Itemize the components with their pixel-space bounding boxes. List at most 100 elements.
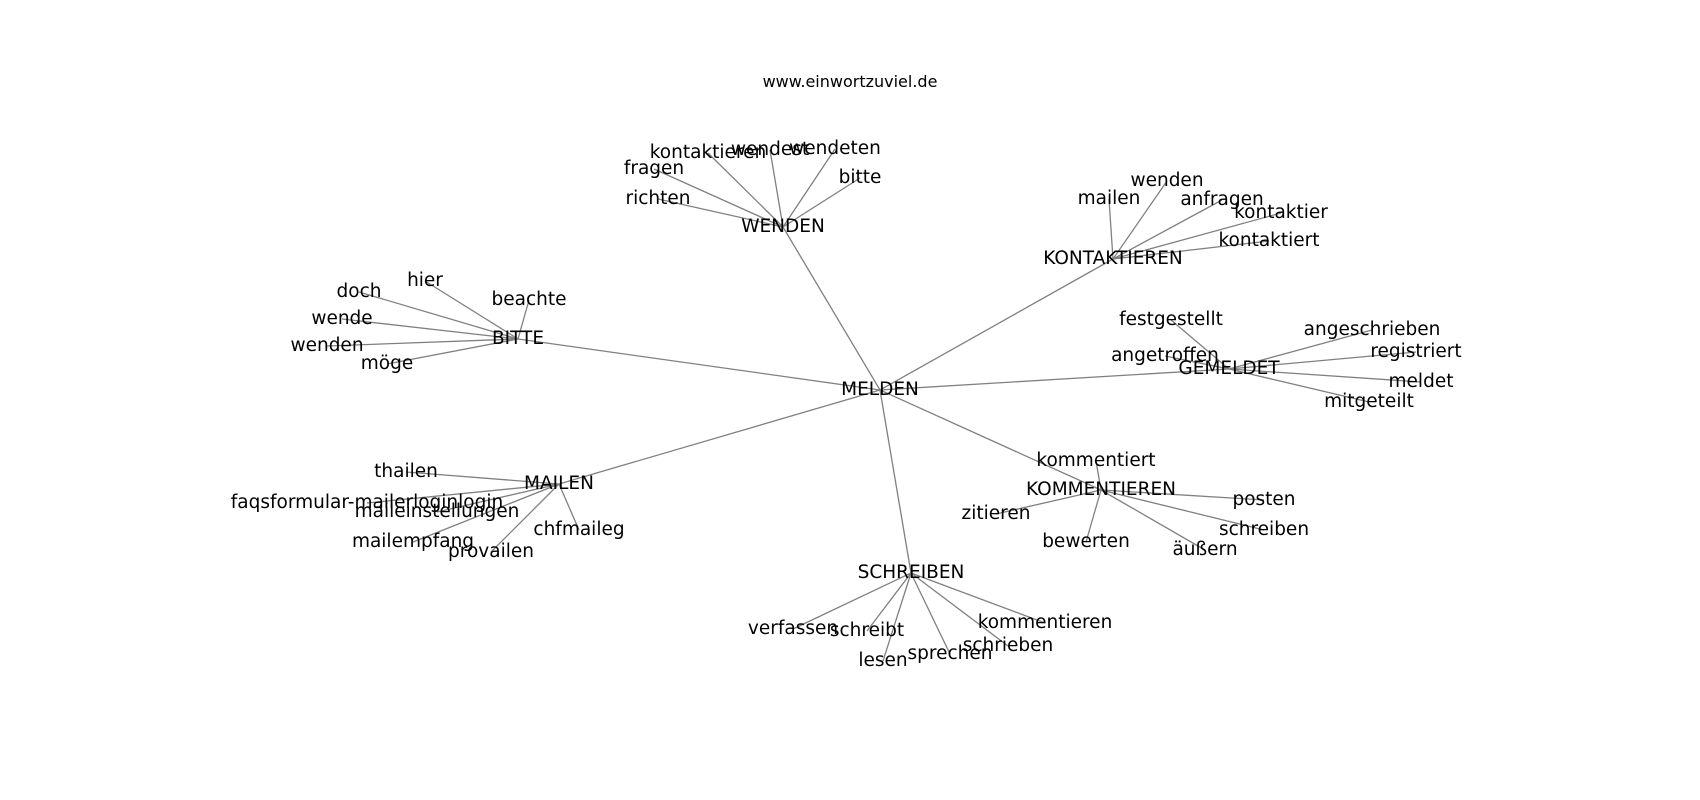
edge-hub-to-word [1228, 351, 1417, 370]
word-node-label: angetroffen [1111, 345, 1219, 366]
edge-hub-to-word [1108, 198, 1114, 260]
word-node-label: kommentieren [978, 612, 1113, 633]
word-node-label: thailen [374, 461, 438, 482]
word-node-label: chfmaileg [533, 519, 624, 540]
edge-hub-to-word [910, 572, 1009, 647]
word-node-label: schreiben [1219, 519, 1309, 540]
word-node-label: kontaktieren [650, 142, 766, 163]
word-node-label: doch [337, 281, 382, 302]
hub-node-label: WENDEN [741, 216, 825, 237]
root-node-label: MELDEN [841, 379, 919, 400]
word-node-label: kontaktiert [1218, 230, 1319, 251]
word-node-label: mailempfang [352, 531, 474, 552]
edge-hub-to-word [412, 483, 560, 543]
edge-hub-to-word [358, 291, 519, 340]
edge-hub-to-word [1228, 329, 1373, 370]
edge-root-to-hub [879, 389, 912, 574]
edge-hub-to-word [326, 338, 519, 347]
edge-hub-to-word [1112, 240, 1270, 260]
edge-hub-to-word [1100, 489, 1265, 531]
edge-hub-to-word [1112, 199, 1223, 260]
edge-hub-to-word [1100, 489, 1265, 501]
word-node-label: wende [311, 308, 372, 329]
edge-hub-to-word [558, 483, 580, 531]
edge-root-to-hub [879, 368, 1230, 391]
edge-hub-to-word [995, 489, 1102, 515]
word-node-label: anfragen [1180, 189, 1263, 210]
edge-root-to-hub [879, 258, 1114, 391]
word-node-label: sprechen [908, 643, 993, 664]
edge-hub-to-word [341, 318, 519, 340]
edge-hub-to-word [1228, 368, 1422, 383]
edge-hub-to-word [769, 149, 784, 228]
edge-hub-to-word [653, 168, 784, 228]
edge-hub-to-word [910, 572, 951, 655]
word-node-label: posten [1232, 489, 1295, 510]
edge-hub-to-word [405, 471, 560, 485]
word-node-label: kontaktier [1234, 202, 1328, 223]
word-node-label: mitgeteilt [1324, 391, 1414, 412]
word-node-label: lesen [858, 650, 907, 671]
word-node-label: bitte [839, 167, 882, 188]
word-node-label: wenden [290, 335, 363, 356]
edge-hub-to-word [436, 483, 560, 513]
word-node-label: maileinstellungen [355, 501, 520, 522]
edge-hub-to-word [1100, 489, 1206, 551]
hub-node-label: SCHREIBEN [858, 562, 965, 583]
hub-node-label: MAILEN [524, 473, 594, 494]
word-node-label: zitieren [962, 503, 1031, 524]
word-node-label: beachte [492, 289, 567, 310]
hub-node-label: KONTAKTIEREN [1043, 248, 1183, 269]
word-node-label: kommentiert [1036, 450, 1155, 471]
edge-hub-to-word [1095, 460, 1102, 491]
edge-hub-to-word [490, 483, 560, 553]
edge-root-to-hub [782, 226, 881, 391]
word-node-label: möge [361, 353, 413, 374]
word-node-label: wendest [731, 139, 809, 160]
edge-hub-to-word [517, 299, 530, 340]
edge-hub-to-word [1085, 489, 1102, 543]
word-node-label: verfassen [748, 618, 838, 639]
edge-hub-to-word [910, 572, 1046, 624]
edge-root-to-hub [879, 389, 1102, 491]
edge-hub-to-word [1170, 319, 1230, 370]
word-node-label: richten [625, 188, 690, 209]
edge-root-to-hub [517, 338, 881, 391]
word-node-label: wendeten [789, 138, 881, 159]
hub-node-label: GEMELDET [1178, 358, 1280, 379]
edge-hub-to-word [866, 572, 912, 632]
word-node-label: schrieben [963, 635, 1054, 656]
edge-hub-to-word [1112, 212, 1282, 260]
edge-hub-to-word [386, 338, 519, 365]
word-node-label: festgestellt [1119, 309, 1223, 330]
word-node-label: fragen [624, 158, 684, 179]
edge-hub-to-word [1164, 355, 1230, 370]
word-node-label: schreibt [830, 620, 904, 641]
word-node-label: wenden [1130, 170, 1203, 191]
edge-hub-to-word [1112, 180, 1168, 260]
word-node-label: angeschrieben [1304, 319, 1441, 340]
edge-hub-to-word [1228, 368, 1370, 403]
word-node-label: registriert [1370, 341, 1461, 362]
word-node-label: bewerten [1042, 531, 1130, 552]
word-node-label: hier [407, 270, 443, 291]
edge-layer [326, 148, 1422, 662]
edge-hub-to-word [882, 572, 912, 662]
word-node-label: mailen [1078, 188, 1141, 209]
word-node-label: provailen [448, 541, 534, 562]
edge-root-to-hub [558, 389, 881, 485]
edge-hub-to-word [424, 280, 519, 340]
edge-hub-to-word [782, 148, 836, 228]
hub-node-label: BITTE [492, 328, 544, 349]
word-node-label: meldet [1389, 371, 1454, 392]
hub-node-label: KOMMENTIEREN [1026, 479, 1176, 500]
edge-hub-to-word [792, 572, 912, 630]
word-node-label: äußern [1172, 539, 1237, 560]
edge-hub-to-word [782, 177, 861, 228]
edge-hub-to-word [707, 152, 784, 228]
word-node-label: faqsformular-mailerloginlogin [231, 492, 503, 513]
edge-hub-to-word [657, 198, 784, 228]
edge-hub-to-word [366, 483, 560, 504]
